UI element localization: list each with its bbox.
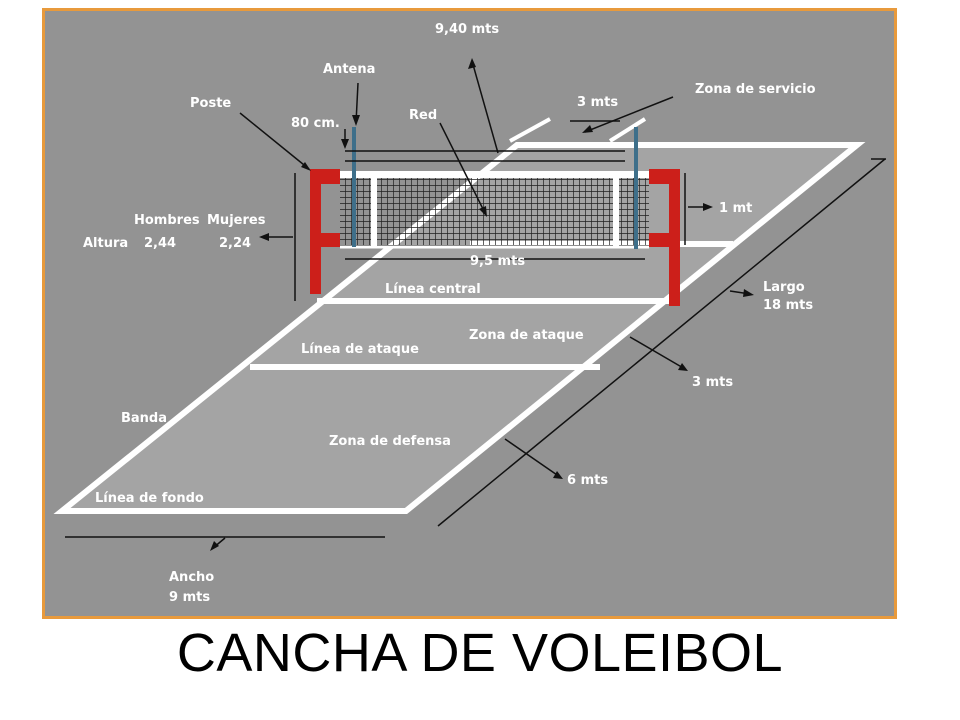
service-mark-right	[608, 117, 647, 143]
net-mesh	[340, 173, 649, 247]
label-service-width: 3 mts	[577, 95, 618, 110]
post-left-bottom-cap	[310, 233, 340, 247]
label-defense-depth: 6 mts	[567, 473, 608, 488]
antenna-right	[634, 127, 638, 249]
label-altura: Altura	[83, 236, 128, 251]
label-largo-value: 18 mts	[763, 298, 813, 313]
label-red: Red	[409, 108, 437, 123]
post-right-bottom-cap	[649, 233, 679, 247]
label-defense-zone: Zona de defensa	[329, 434, 451, 449]
side-band-right	[613, 173, 619, 247]
label-attack-line: Línea de ataque	[301, 342, 419, 357]
label-80cm: 80 cm.	[291, 116, 340, 131]
label-net-length: 9,5 mts	[470, 254, 525, 269]
post-right-top-cap	[649, 169, 679, 184]
service-mark-left	[509, 117, 551, 143]
side-band-left	[371, 173, 377, 247]
label-altura-hombres: 2,44	[144, 236, 176, 251]
label-one-meter: 1 mt	[719, 201, 752, 216]
label-ancho-value: 9 mts	[169, 590, 210, 605]
label-mujeres: Mujeres	[207, 213, 266, 228]
court-diagram: 9,40 mts Antena Poste 80 cm. Red 3 mts Z…	[53, 22, 886, 605]
post-left-top-cap	[310, 169, 340, 184]
callout-arrows	[210, 58, 754, 551]
net-top-band	[340, 171, 649, 178]
label-central-line: Línea central	[385, 282, 481, 297]
label-attack-zone: Zona de ataque	[469, 328, 584, 343]
label-hombres: Hombres	[134, 213, 200, 228]
label-largo: Largo	[763, 280, 805, 295]
label-end-line: Línea de fondo	[95, 491, 204, 506]
antenna-left	[352, 127, 356, 247]
page-title: CANCHA DE VOLEIBOL	[176, 623, 784, 683]
diagram-panel: 9,40 mts Antena Poste 80 cm. Red 3 mts Z…	[42, 8, 897, 619]
label-ancho: Ancho	[169, 570, 214, 585]
dimension-lines	[65, 120, 886, 538]
court-outline	[53, 142, 866, 514]
label-service-zone: Zona de servicio	[695, 82, 816, 97]
post-left	[310, 169, 321, 294]
label-antena: Antena	[323, 62, 375, 77]
label-banda: Banda	[121, 411, 167, 426]
label-altura-mujeres: 2,24	[219, 236, 251, 251]
label-attack-depth: 3 mts	[692, 375, 733, 390]
label-width-top: 9,40 mts	[435, 22, 499, 37]
label-poste: Poste	[190, 96, 231, 111]
